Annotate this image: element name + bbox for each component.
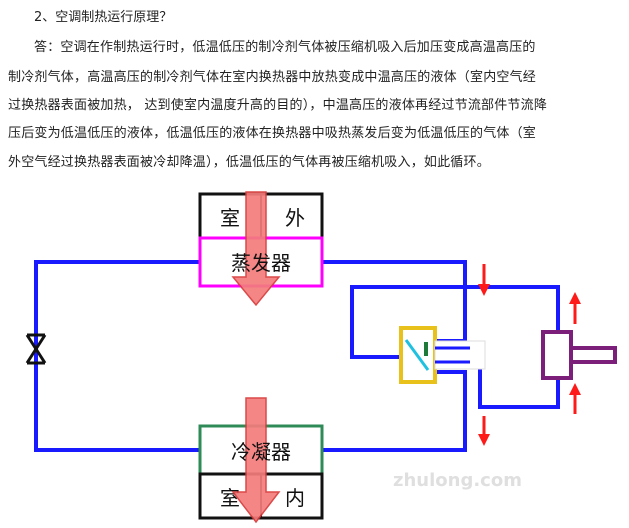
paragraph-line-4: 压后变为低温低压的液体，低温低压的液体在换热器中吸热蒸发后变为低温低压的气体（室 bbox=[8, 126, 537, 141]
throttle-valve-icon bbox=[25, 333, 47, 365]
throttle-cross-b bbox=[25, 334, 47, 364]
paragraph-line-1: 答：空调在作制热运行时，低温低压的制冷剂气体被压缩机吸入后加压变成高温高压的 bbox=[34, 40, 536, 55]
section-heading: 2、空调制热运行原理？ bbox=[34, 10, 173, 25]
outdoor-label-right: 外 bbox=[285, 206, 305, 230]
compressor-body bbox=[541, 330, 573, 380]
indoor-air-arrow bbox=[231, 397, 281, 524]
flow-arrow-up-icon bbox=[569, 292, 581, 324]
valve-pilot-icon bbox=[424, 342, 428, 356]
valve-port-box bbox=[434, 340, 486, 370]
compressor-suction-pipe bbox=[350, 285, 560, 359]
top-pipe bbox=[34, 260, 200, 452]
condenser-label: 冷凝器 bbox=[231, 440, 291, 464]
valve-slider-icon bbox=[404, 339, 430, 371]
flow-arrow-up-icon bbox=[569, 383, 581, 414]
evaporator-label: 蒸发器 bbox=[231, 251, 291, 275]
bottom-right-pipe bbox=[322, 370, 467, 452]
paragraph-line-5: 外空气经过换热器表面被冷却降温），低温低压的气体再被压缩机吸入，如此循环。 bbox=[8, 155, 490, 170]
outdoor-label-left: 室 bbox=[220, 206, 240, 230]
flow-arrows bbox=[478, 264, 581, 446]
watermark: zhulong.com bbox=[393, 470, 522, 491]
paragraph-line-2: 制冷剂气体，高温高压的制冷剂气体在室内换热器中放热变成中温高压的液体（室内空气经 bbox=[8, 70, 537, 85]
flow-arrow-down-icon bbox=[478, 264, 490, 296]
paragraph-line-3: 过换热器表面被加热， 达到使室内温度升高的目的），中温高压的液体再经过节流部件节… bbox=[8, 98, 548, 113]
flow-arrow-down-icon bbox=[478, 416, 490, 446]
outdoor-air-arrow bbox=[231, 191, 281, 307]
indoor-label-right: 内 bbox=[285, 486, 305, 510]
compressor-icon bbox=[541, 330, 617, 380]
top-right-pipe bbox=[322, 260, 467, 343]
